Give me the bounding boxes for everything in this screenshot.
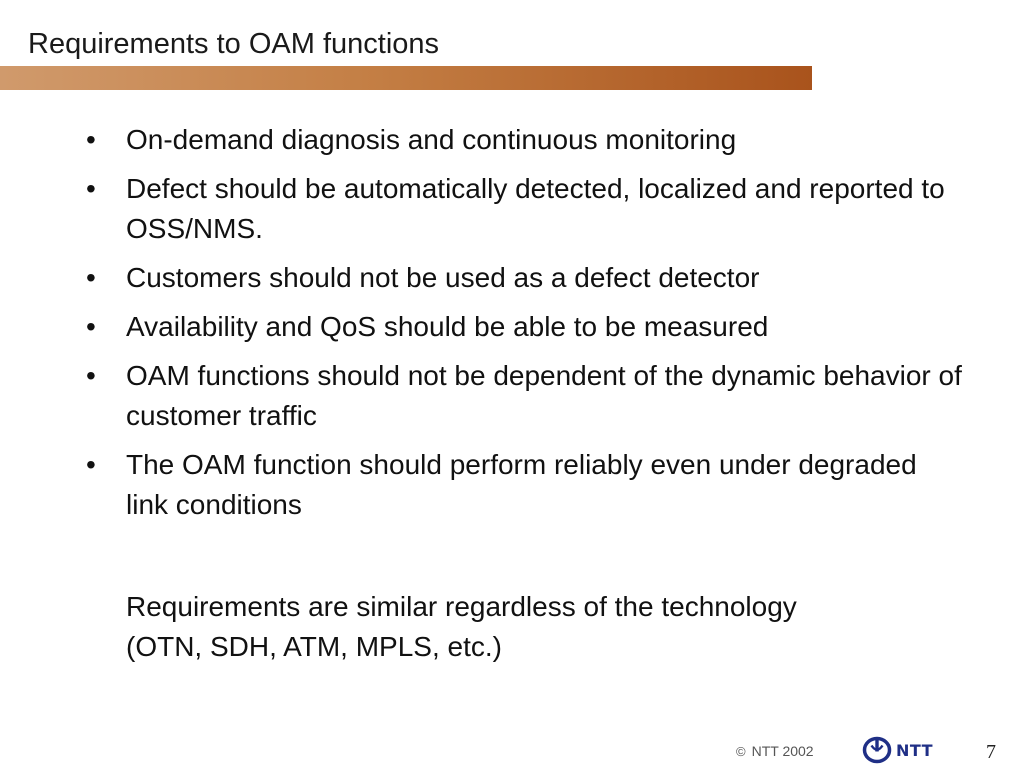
slide-title: Requirements to OAM functions	[28, 28, 440, 60]
bullet-marker: •	[86, 449, 96, 480]
bullet-text: The OAM function should perform reliably…	[126, 449, 917, 520]
bullet-item: • Defect should be automatically detecte…	[82, 169, 962, 249]
page-number: 7	[986, 741, 996, 763]
copyright-symbol: ©	[736, 744, 746, 759]
bullet-text: OAM functions should not be dependent of…	[126, 360, 962, 431]
ntt-logo-text: NTT	[896, 740, 934, 760]
ntt-logo: NTT	[862, 736, 933, 764]
bullet-text: Defect should be automatically detected,…	[126, 173, 945, 244]
summary-note: Requirements are similar regardless of t…	[126, 591, 797, 662]
title-accent-bar	[0, 66, 812, 90]
bullet-marker: •	[86, 262, 96, 293]
bullet-text: Availability and QoS should be able to b…	[126, 311, 769, 342]
bullet-marker: •	[86, 360, 96, 391]
bullet-item: • The OAM function should perform reliab…	[82, 445, 962, 525]
bullet-marker: •	[86, 124, 96, 155]
copyright-notice: © NTT 2002	[736, 742, 814, 761]
bullet-item: • On-demand diagnosis and continuous mon…	[82, 120, 962, 160]
bullet-text: On-demand diagnosis and continuous monit…	[126, 124, 737, 155]
bullet-text: Customers should not be used as a defect…	[126, 262, 760, 293]
bullet-item: • OAM functions should not be dependent …	[82, 356, 962, 436]
bullet-marker: •	[86, 173, 96, 204]
bullet-marker: •	[86, 311, 96, 342]
ntt-logo-icon	[862, 736, 892, 764]
bullet-list: • On-demand diagnosis and continuous mon…	[82, 120, 962, 534]
bullet-item: • Availability and QoS should be able to…	[82, 307, 962, 347]
bullet-item: • Customers should not be used as a defe…	[82, 258, 962, 298]
copyright-text: NTT 2002	[751, 743, 814, 759]
